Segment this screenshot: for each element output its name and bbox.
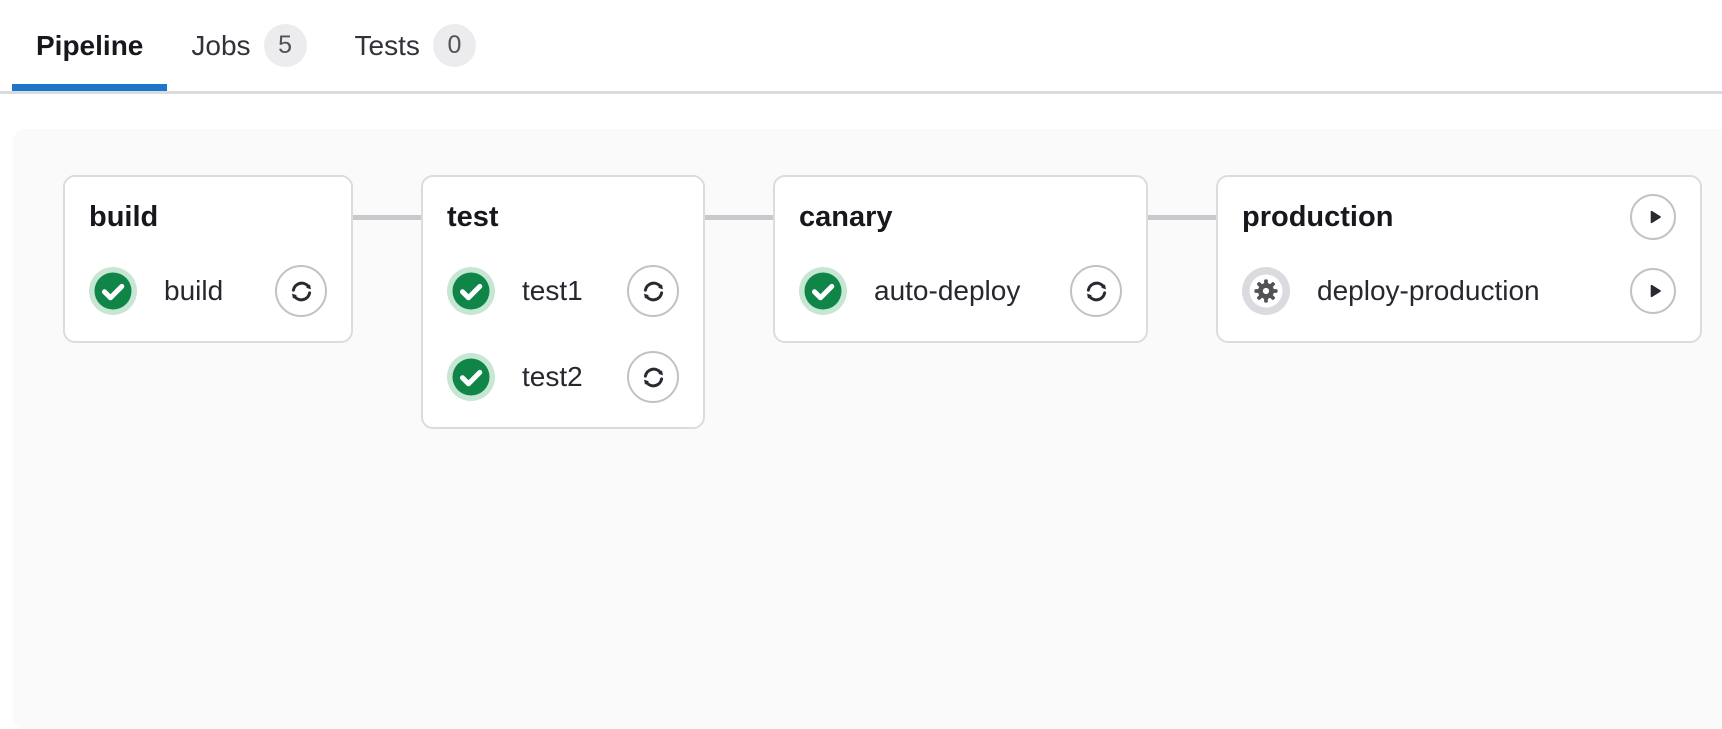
tab-jobs-label: Jobs <box>191 29 251 61</box>
play-job-button[interactable] <box>1630 268 1676 314</box>
check-circle-icon <box>799 267 847 315</box>
stage-card: production <box>1216 175 1702 343</box>
tab-pipeline[interactable]: Pipeline <box>12 0 167 91</box>
job-row[interactable]: test1 <box>447 263 679 319</box>
stage-header: production <box>1242 194 1676 240</box>
retry-job-button[interactable] <box>1070 265 1122 317</box>
gear-circle-icon <box>1242 267 1290 315</box>
pipeline-graph: build build test <box>13 129 1722 429</box>
play-icon <box>1650 210 1661 224</box>
stage-header: canary <box>799 197 1122 237</box>
job-name[interactable]: deploy-production <box>1317 275 1540 306</box>
job-row[interactable]: deploy-production <box>1242 263 1676 319</box>
stage-title: test <box>447 200 499 233</box>
job-row[interactable]: build <box>89 263 327 319</box>
jobs-count-badge: 5 <box>263 24 307 67</box>
play-icon <box>1650 284 1661 298</box>
check-circle-icon <box>447 353 495 401</box>
stage-connector-line <box>1148 215 1216 220</box>
pipeline-tab-bar: Pipeline Jobs 5 Tests 0 <box>0 0 1722 94</box>
stage-jobs: build <box>89 263 327 319</box>
job-row[interactable]: auto-deploy <box>799 263 1122 319</box>
stage-connector-line <box>353 215 421 220</box>
job-name[interactable]: test1 <box>522 275 583 306</box>
retry-job-button[interactable] <box>627 351 679 403</box>
pipeline-graph-panel: build build test <box>13 129 1722 729</box>
job-row[interactable]: test2 <box>447 349 679 405</box>
stage-title: production <box>1242 200 1394 233</box>
stage-title: build <box>89 200 159 233</box>
stage-card: build build <box>63 175 353 343</box>
stage-card: canary auto-deploy <box>773 175 1148 343</box>
stage-connector-line <box>705 215 773 220</box>
retry-icon <box>643 281 663 301</box>
tab-pipeline-label: Pipeline <box>36 29 144 61</box>
retry-icon <box>291 281 311 301</box>
tests-count-badge: 0 <box>432 24 476 67</box>
stage-jobs: auto-deploy <box>799 263 1122 319</box>
tab-tests-label: Tests <box>354 29 420 61</box>
retry-job-button[interactable] <box>627 265 679 317</box>
job-name[interactable]: build <box>164 275 224 306</box>
check-circle-icon <box>89 267 137 315</box>
stage-header: test <box>447 197 679 237</box>
retry-icon <box>1086 281 1106 301</box>
stage-header: build <box>89 197 327 237</box>
retry-icon <box>643 367 663 387</box>
retry-job-button[interactable] <box>275 265 327 317</box>
tab-jobs[interactable]: Jobs 5 <box>167 0 330 91</box>
job-name[interactable]: auto-deploy <box>874 275 1021 306</box>
stage-card: test test1 <box>421 175 705 429</box>
stage-title: canary <box>799 200 893 233</box>
job-name[interactable]: test2 <box>522 361 583 392</box>
stage-jobs: test1 test2 <box>447 263 679 405</box>
check-circle-icon <box>447 267 495 315</box>
tab-tests[interactable]: Tests 0 <box>331 0 500 91</box>
stage-play-button[interactable] <box>1630 194 1676 240</box>
stage-jobs: deploy-production <box>1242 263 1676 319</box>
